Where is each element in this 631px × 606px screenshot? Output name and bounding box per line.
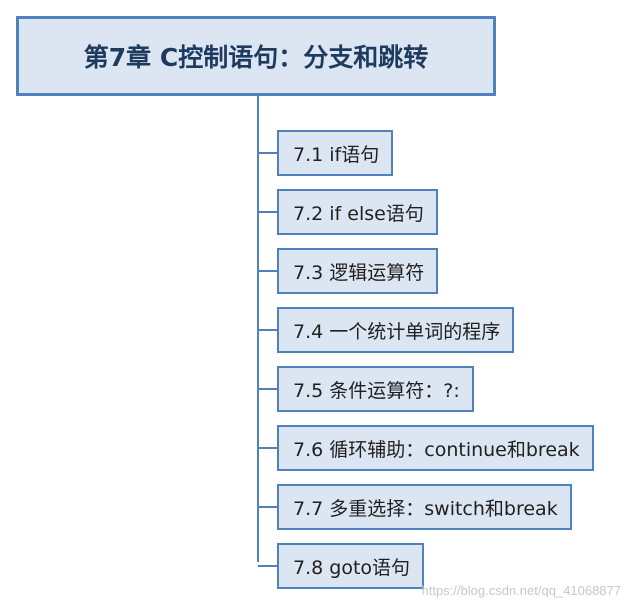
child-node-7-1: 7.1 if语句	[277, 130, 394, 176]
child-node-7-5: 7.5 条件运算符：?:	[277, 366, 474, 412]
child-node-label: 7.7 多重选择：switch和break	[293, 497, 558, 520]
connector-line	[258, 152, 278, 154]
connector-line	[258, 447, 278, 449]
connector-line	[258, 565, 278, 567]
connector-line	[258, 270, 278, 272]
child-node-7-6: 7.6 循环辅助：continue和break	[277, 425, 594, 471]
child-node-label: 7.5 条件运算符：?:	[293, 379, 460, 402]
child-node-label: 7.4 一个统计单词的程序	[293, 320, 501, 343]
child-node-label: 7.2 if else语句	[293, 202, 424, 225]
child-node-label: 7.3 逻辑运算符	[293, 261, 425, 284]
connector-line	[258, 506, 278, 508]
child-node-label: 7.1 if语句	[293, 143, 380, 166]
connector-line	[258, 329, 278, 331]
child-node-7-8: 7.8 goto语句	[277, 543, 425, 589]
child-node-7-4: 7.4 一个统计单词的程序	[277, 307, 515, 353]
child-node-7-3: 7.3 逻辑运算符	[277, 248, 439, 294]
watermark-text: https://blog.csdn.net/qq_41068877	[421, 583, 622, 598]
child-node-label: 7.8 goto语句	[293, 556, 411, 579]
connector-line	[258, 211, 278, 213]
child-node-label: 7.6 循环辅助：continue和break	[293, 438, 580, 461]
child-node-7-2: 7.2 if else语句	[277, 189, 438, 235]
root-node: 第7章 C控制语句：分支和跳转	[16, 16, 496, 96]
root-node-title: 第7章 C控制语句：分支和跳转	[83, 43, 429, 72]
connector-line	[258, 388, 278, 390]
child-node-7-7: 7.7 多重选择：switch和break	[277, 484, 572, 530]
